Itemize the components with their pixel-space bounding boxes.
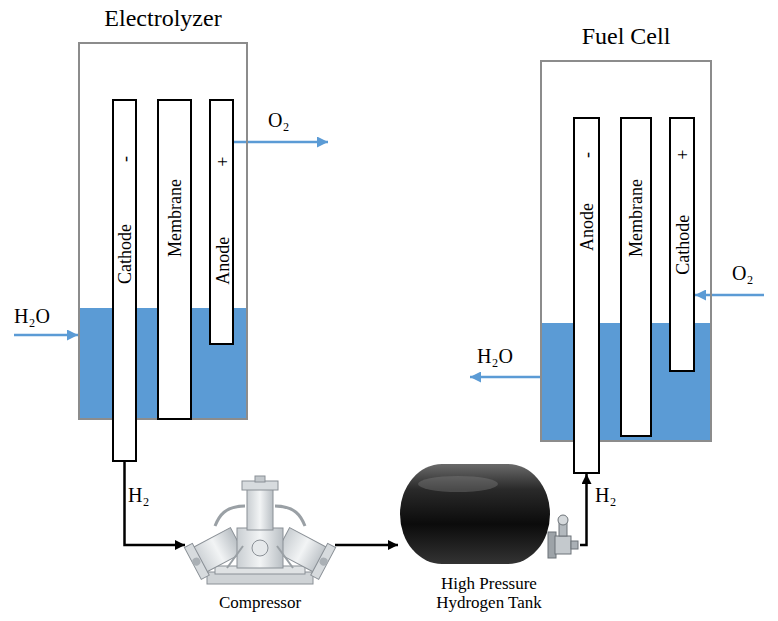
hydrogen-pipe bbox=[580, 474, 587, 545]
substance-label: O₂ bbox=[268, 109, 289, 132]
electrolyzer-housing: ElectrolyzerCathode-MembraneAnode+ bbox=[78, 42, 248, 420]
edge-label-holder: H₂ bbox=[595, 484, 616, 507]
hydrogen-tank: High Pressure Hydrogen Tank bbox=[398, 452, 580, 617]
membrane: Membrane bbox=[620, 117, 652, 437]
electrode: Anode + bbox=[209, 99, 234, 345]
part-name: Cathode bbox=[673, 214, 691, 274]
part-name: Membrane bbox=[166, 179, 184, 257]
label-holder: H₂O bbox=[14, 305, 50, 328]
polarity-sign: + bbox=[213, 156, 231, 166]
rotated-text-row: Cathode - bbox=[114, 101, 135, 460]
substance-label: O₂ bbox=[732, 262, 753, 285]
part-name: Membrane bbox=[627, 179, 645, 257]
caption-holder: Compressor bbox=[185, 593, 335, 613]
rotated-text-row: Membrane bbox=[159, 101, 190, 418]
part-name: Anode bbox=[578, 203, 596, 251]
edge-label-holder: H₂ bbox=[128, 484, 149, 507]
label-holder: O₂ bbox=[268, 109, 289, 132]
water-inlet-arrow bbox=[14, 334, 78, 337]
electrode: Cathode + bbox=[669, 117, 695, 372]
heading-holder: Electrolyzer bbox=[80, 5, 246, 32]
heading-holder: Fuel Cell bbox=[542, 23, 710, 50]
unit-title: Fuel Cell bbox=[542, 23, 710, 50]
label-holder: O₂ bbox=[732, 262, 753, 285]
unit-title: Electrolyzer bbox=[80, 5, 246, 32]
polarity-sign: - bbox=[578, 152, 596, 158]
part-name: Anode bbox=[213, 236, 231, 284]
picture-caption: Compressor bbox=[185, 593, 335, 613]
rotated-text-row: Membrane bbox=[622, 119, 650, 435]
fuel-cell-housing: Fuel CellAnode-MembraneCathode+ bbox=[540, 60, 712, 442]
caption-holder: High Pressure Hydrogen Tank bbox=[414, 574, 564, 613]
electrode: Anode - bbox=[573, 117, 600, 474]
substance-label: H₂O bbox=[14, 305, 50, 328]
electrode: Cathode - bbox=[112, 99, 137, 462]
rotated-text-row: Anode + bbox=[211, 101, 232, 343]
part-name: Cathode bbox=[116, 224, 134, 284]
rotated-text-row: Cathode + bbox=[671, 119, 693, 370]
polarity-sign: + bbox=[673, 149, 691, 159]
compressor-picture bbox=[184, 476, 335, 584]
flow-label: H₂ bbox=[128, 484, 149, 507]
hydrogen-tank-picture bbox=[400, 464, 578, 564]
membrane: Membrane bbox=[157, 99, 192, 420]
compressor: Compressor bbox=[185, 476, 335, 617]
flow-label: H₂ bbox=[595, 484, 616, 507]
rotated-text-row: Anode - bbox=[575, 119, 598, 472]
hydrogen-pipe bbox=[335, 544, 398, 547]
label-holder: H₂O bbox=[477, 345, 513, 368]
oxygen-inlet-arrow bbox=[695, 294, 764, 297]
substance-label: H₂O bbox=[477, 345, 513, 368]
picture-caption: High Pressure Hydrogen Tank bbox=[414, 574, 564, 613]
polarity-sign: - bbox=[116, 156, 134, 162]
hydrogen-pipe bbox=[125, 462, 186, 545]
water-outlet-arrow bbox=[470, 376, 570, 379]
